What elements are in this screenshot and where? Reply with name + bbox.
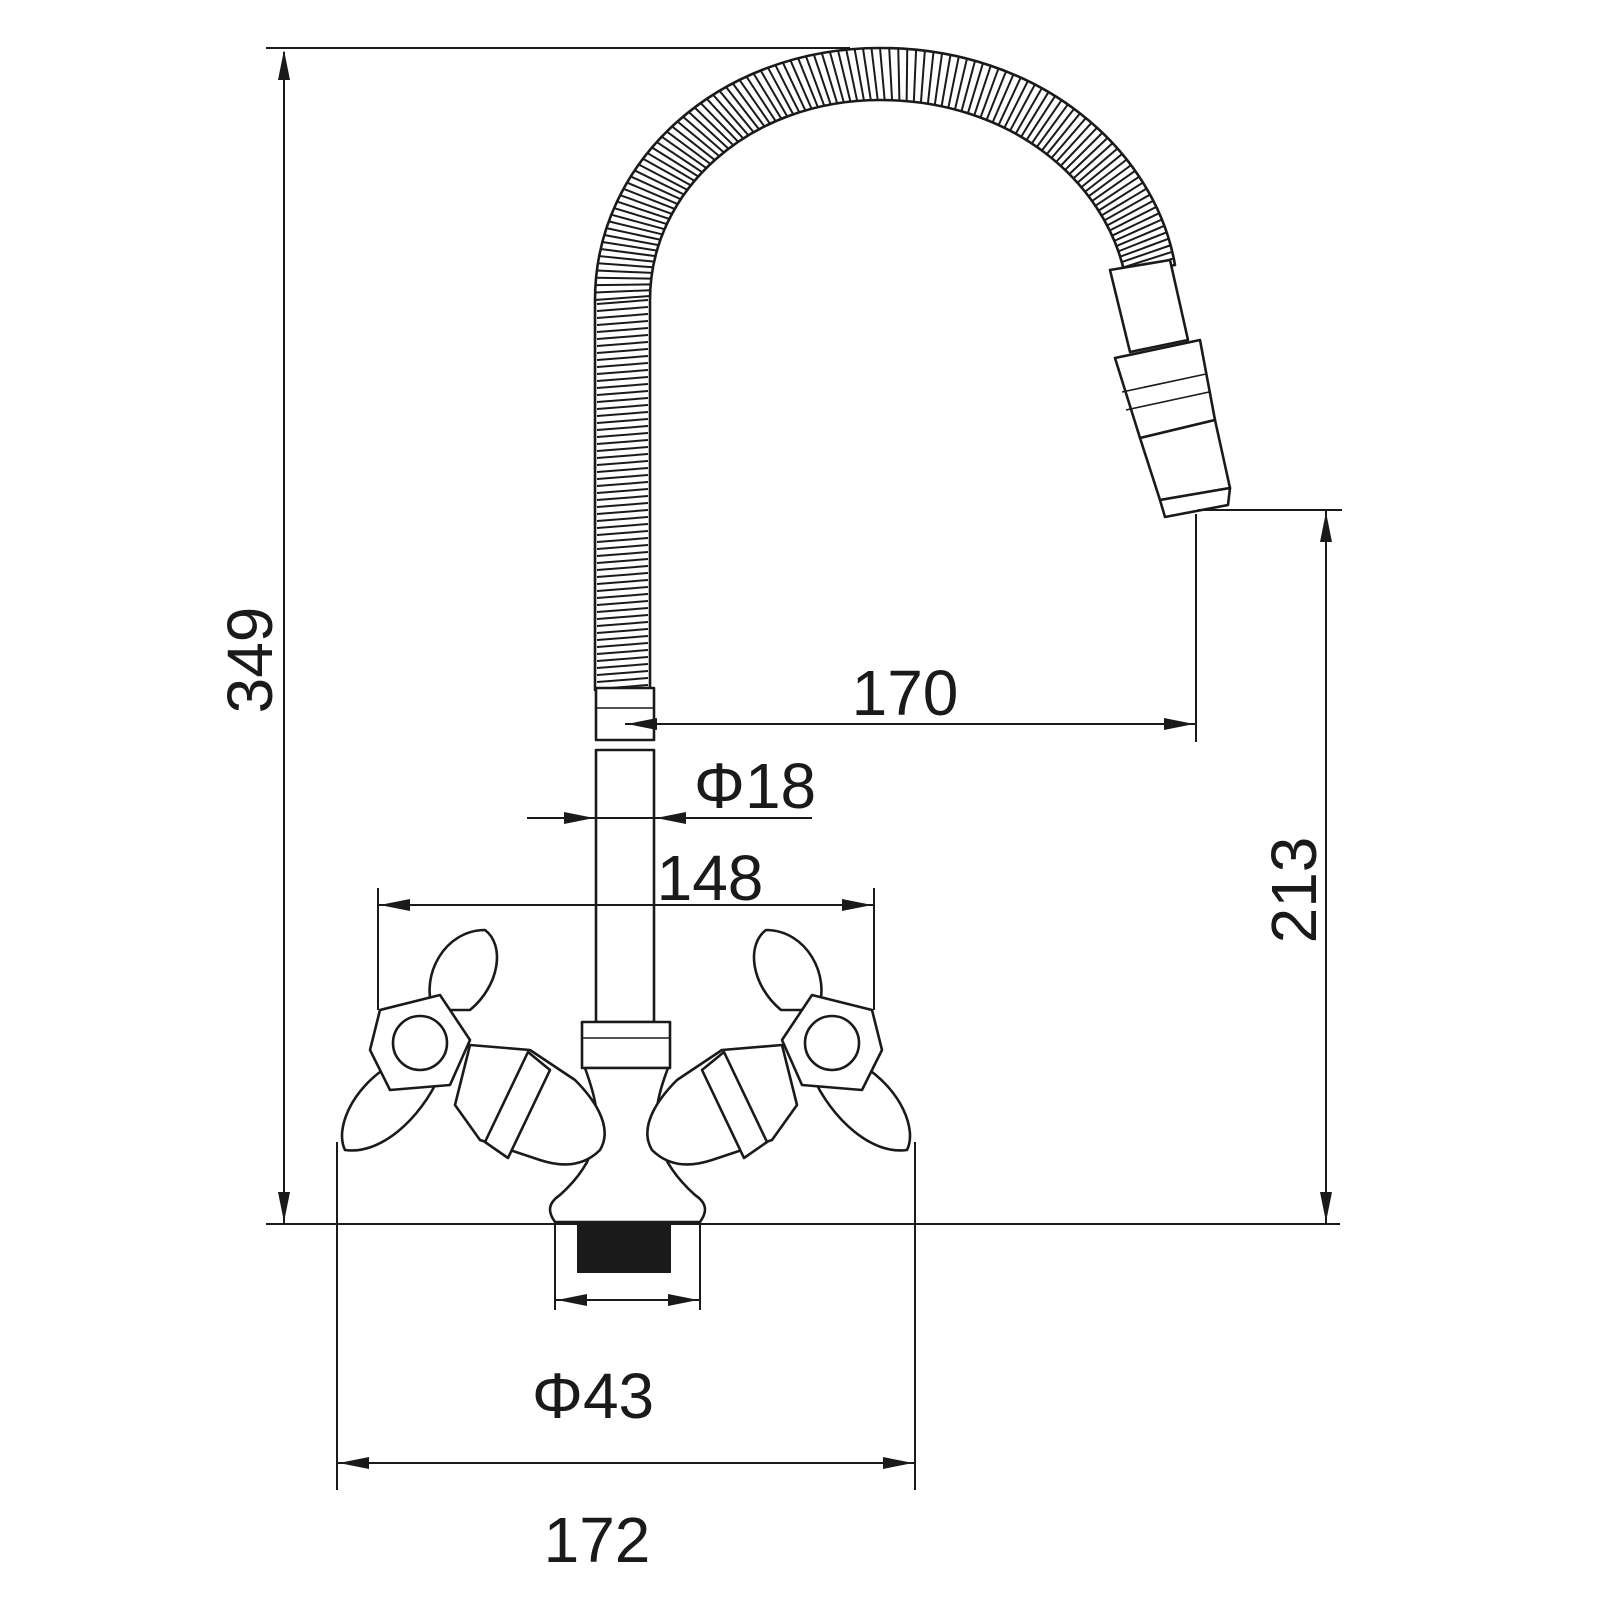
right-handle xyxy=(646,928,912,1166)
left-handle xyxy=(340,928,606,1166)
dim-total-height xyxy=(266,47,850,1224)
dim-base-diameter xyxy=(555,1294,700,1306)
riser-pipe xyxy=(580,686,672,1070)
spout-head xyxy=(1108,258,1232,519)
threaded-inlet xyxy=(554,1222,701,1310)
dim-pipe-diameter xyxy=(527,812,812,824)
dim-overall-width xyxy=(336,1142,916,1490)
dim-outlet-height xyxy=(1198,509,1342,1224)
flexible-spout-hose xyxy=(593,46,1177,692)
dim-pipe-diameter-label: Φ18 xyxy=(694,750,816,822)
dim-handle-centers xyxy=(377,888,875,1010)
dim-base-diameter-label: Φ43 xyxy=(532,1360,654,1432)
dim-outlet-height-label: 213 xyxy=(1258,837,1330,944)
dim-handle-centers-label: 148 xyxy=(657,842,764,914)
dim-total-height-label: 349 xyxy=(214,607,286,714)
dim-overall-width-label: 172 xyxy=(544,1504,651,1576)
dim-spout-reach-label: 170 xyxy=(852,657,959,729)
dim-spout-reach xyxy=(625,514,1197,742)
hose-ribs xyxy=(594,47,1175,690)
